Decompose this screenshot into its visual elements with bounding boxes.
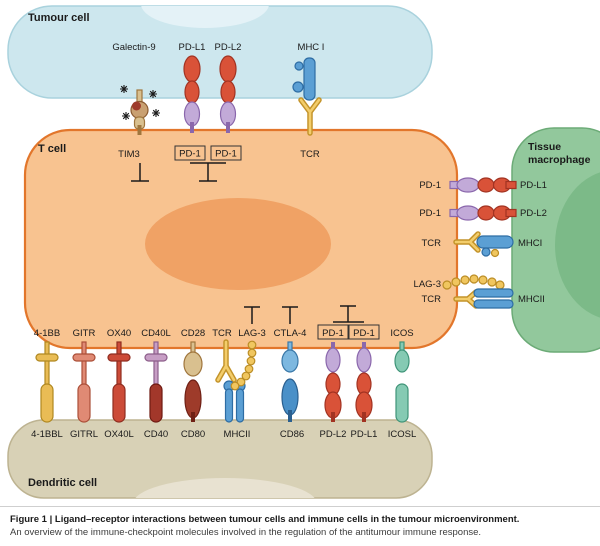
dendritic-cell bbox=[7, 419, 433, 499]
pdl1-right-label: PD-L1 bbox=[520, 180, 547, 191]
pd1-right-label-1: PD-1 bbox=[419, 180, 441, 191]
pd1-pdl2-bottom-molecule bbox=[324, 342, 342, 422]
pdl1-pd1-top-molecule bbox=[183, 55, 201, 133]
tcr-mhc2-right-molecule bbox=[453, 288, 514, 309]
lag3-right-label: LAG-3 bbox=[414, 279, 441, 290]
t-cell bbox=[23, 128, 459, 350]
galectin9-tim3-molecule bbox=[120, 85, 160, 135]
ox40-ox40l-molecule bbox=[107, 341, 131, 423]
pd1-top-box-a bbox=[174, 145, 206, 161]
mhc2-right-label: MHCII bbox=[518, 294, 545, 305]
pd1-top-label-b: PD-1 bbox=[215, 149, 237, 160]
receptor-label-ctla4: CTLA-4 bbox=[274, 328, 307, 339]
tim3-label: TIM3 bbox=[118, 149, 140, 160]
dendritic-nucleus bbox=[133, 478, 317, 498]
inhibition-symbol-ctla4 bbox=[282, 306, 298, 324]
tcr-right-label-1: TCR bbox=[421, 238, 441, 249]
mhc1-tcr-top-molecule bbox=[292, 57, 322, 136]
pd1-pdl1-bottom-molecule bbox=[355, 342, 373, 422]
ligand-label-pdl2: PD-L2 bbox=[320, 429, 347, 440]
pdl2-pd1-top-molecule bbox=[219, 55, 237, 133]
pd1-pdl1-right-molecule bbox=[449, 177, 517, 193]
receptor-label-ox40: OX40 bbox=[107, 328, 131, 339]
ligand-label-pdl1: PD-L1 bbox=[351, 429, 378, 440]
ligand-label-mhc2: MHCII bbox=[224, 429, 251, 440]
gitr-gitrl-molecule bbox=[72, 341, 96, 423]
pd1-right-label-2: PD-1 bbox=[419, 208, 441, 219]
receptor-label-icos: ICOS bbox=[390, 328, 413, 339]
tcr-top-label: TCR bbox=[300, 149, 320, 160]
receptor-label-tcr: TCR bbox=[212, 328, 232, 339]
receptor-label-cd40l: CD40L bbox=[141, 328, 171, 339]
pd1-top-box-b bbox=[210, 145, 242, 161]
tumour-nucleus bbox=[141, 6, 269, 28]
ligand-label-cd86: CD86 bbox=[280, 429, 304, 440]
icos-icosl-molecule bbox=[394, 341, 410, 423]
tumour-cell-label: Tumour cell bbox=[28, 12, 90, 24]
t-cell-label: T cell bbox=[38, 143, 66, 155]
tcr-mhc1-right-molecule bbox=[453, 231, 514, 258]
galectin9-label: Galectin-9 bbox=[112, 42, 155, 53]
tumour-cell bbox=[7, 5, 433, 99]
lag3-bottom-molecule bbox=[230, 340, 257, 391]
41bb-41bbl-molecule bbox=[35, 341, 59, 423]
lag3-right-molecule bbox=[442, 274, 505, 290]
tcr-mhc2-bottom-molecule bbox=[215, 339, 246, 423]
macrophage-label-line2: macrophage bbox=[528, 154, 591, 166]
mhc1-top-label: MHC I bbox=[298, 42, 325, 53]
figure-caption: Figure 1 | Ligand–receptor interactions … bbox=[0, 506, 600, 539]
caption-body: An overview of the immune-checkpoint mol… bbox=[10, 527, 482, 538]
ligand-label-cd40: CD40 bbox=[144, 429, 168, 440]
pdl2-right-label: PD-L2 bbox=[520, 208, 547, 219]
diagram-svg: Tumour cell T cell Tissue macrophage Den… bbox=[7, 5, 600, 499]
inhibition-symbol-pd1-bottom bbox=[333, 305, 364, 323]
pdl1-top-label: PD-L1 bbox=[179, 42, 206, 53]
inhibition-symbol-tim3 bbox=[131, 163, 149, 182]
macrophage-nucleus bbox=[555, 170, 600, 320]
receptor-label-lag3: LAG-3 bbox=[238, 328, 265, 339]
dendritic-cell-label: Dendritic cell bbox=[28, 477, 97, 489]
cd40l-cd40-molecule bbox=[144, 341, 168, 423]
ligand-label-41bbl: 4-1BBL bbox=[31, 429, 63, 440]
ligand-label-cd80: CD80 bbox=[181, 429, 205, 440]
t-cell-nucleus bbox=[145, 198, 331, 290]
inhibition-symbol-pd1-top bbox=[190, 162, 226, 182]
ligand-label-ox40l: OX40L bbox=[104, 429, 134, 440]
receptor-label-pd1a: PD-1 bbox=[322, 328, 344, 339]
ctla4-cd86-molecule bbox=[281, 341, 299, 422]
pd1-pdl2-right-molecule bbox=[449, 205, 517, 221]
tcr-right-label-2: TCR bbox=[421, 294, 441, 305]
receptor-label-pd1b: PD-1 bbox=[353, 328, 375, 339]
receptor-label-cd28: CD28 bbox=[181, 328, 205, 339]
receptor-label-gitr: GITR bbox=[73, 328, 96, 339]
ligand-label-icosl: ICOSL bbox=[388, 429, 417, 440]
pd1-top-label-a: PD-1 bbox=[179, 149, 201, 160]
cd28-cd80-molecule bbox=[183, 341, 203, 422]
pd1-bottom-box-b bbox=[348, 324, 380, 340]
receptor-label-41bb: 4-1BB bbox=[34, 328, 60, 339]
inhibition-symbol-lag3 bbox=[244, 306, 260, 324]
ligand-label-gitrl: GITRL bbox=[70, 429, 98, 440]
mhc1-right-label: MHCI bbox=[518, 238, 542, 249]
pdl2-top-label: PD-L2 bbox=[215, 42, 242, 53]
macrophage-label-line1: Tissue bbox=[528, 141, 561, 153]
caption-title: Figure 1 | Ligand–receptor interactions … bbox=[10, 514, 520, 525]
pd1-bottom-box-a bbox=[317, 324, 349, 340]
galectin9-star-icon bbox=[120, 85, 160, 120]
